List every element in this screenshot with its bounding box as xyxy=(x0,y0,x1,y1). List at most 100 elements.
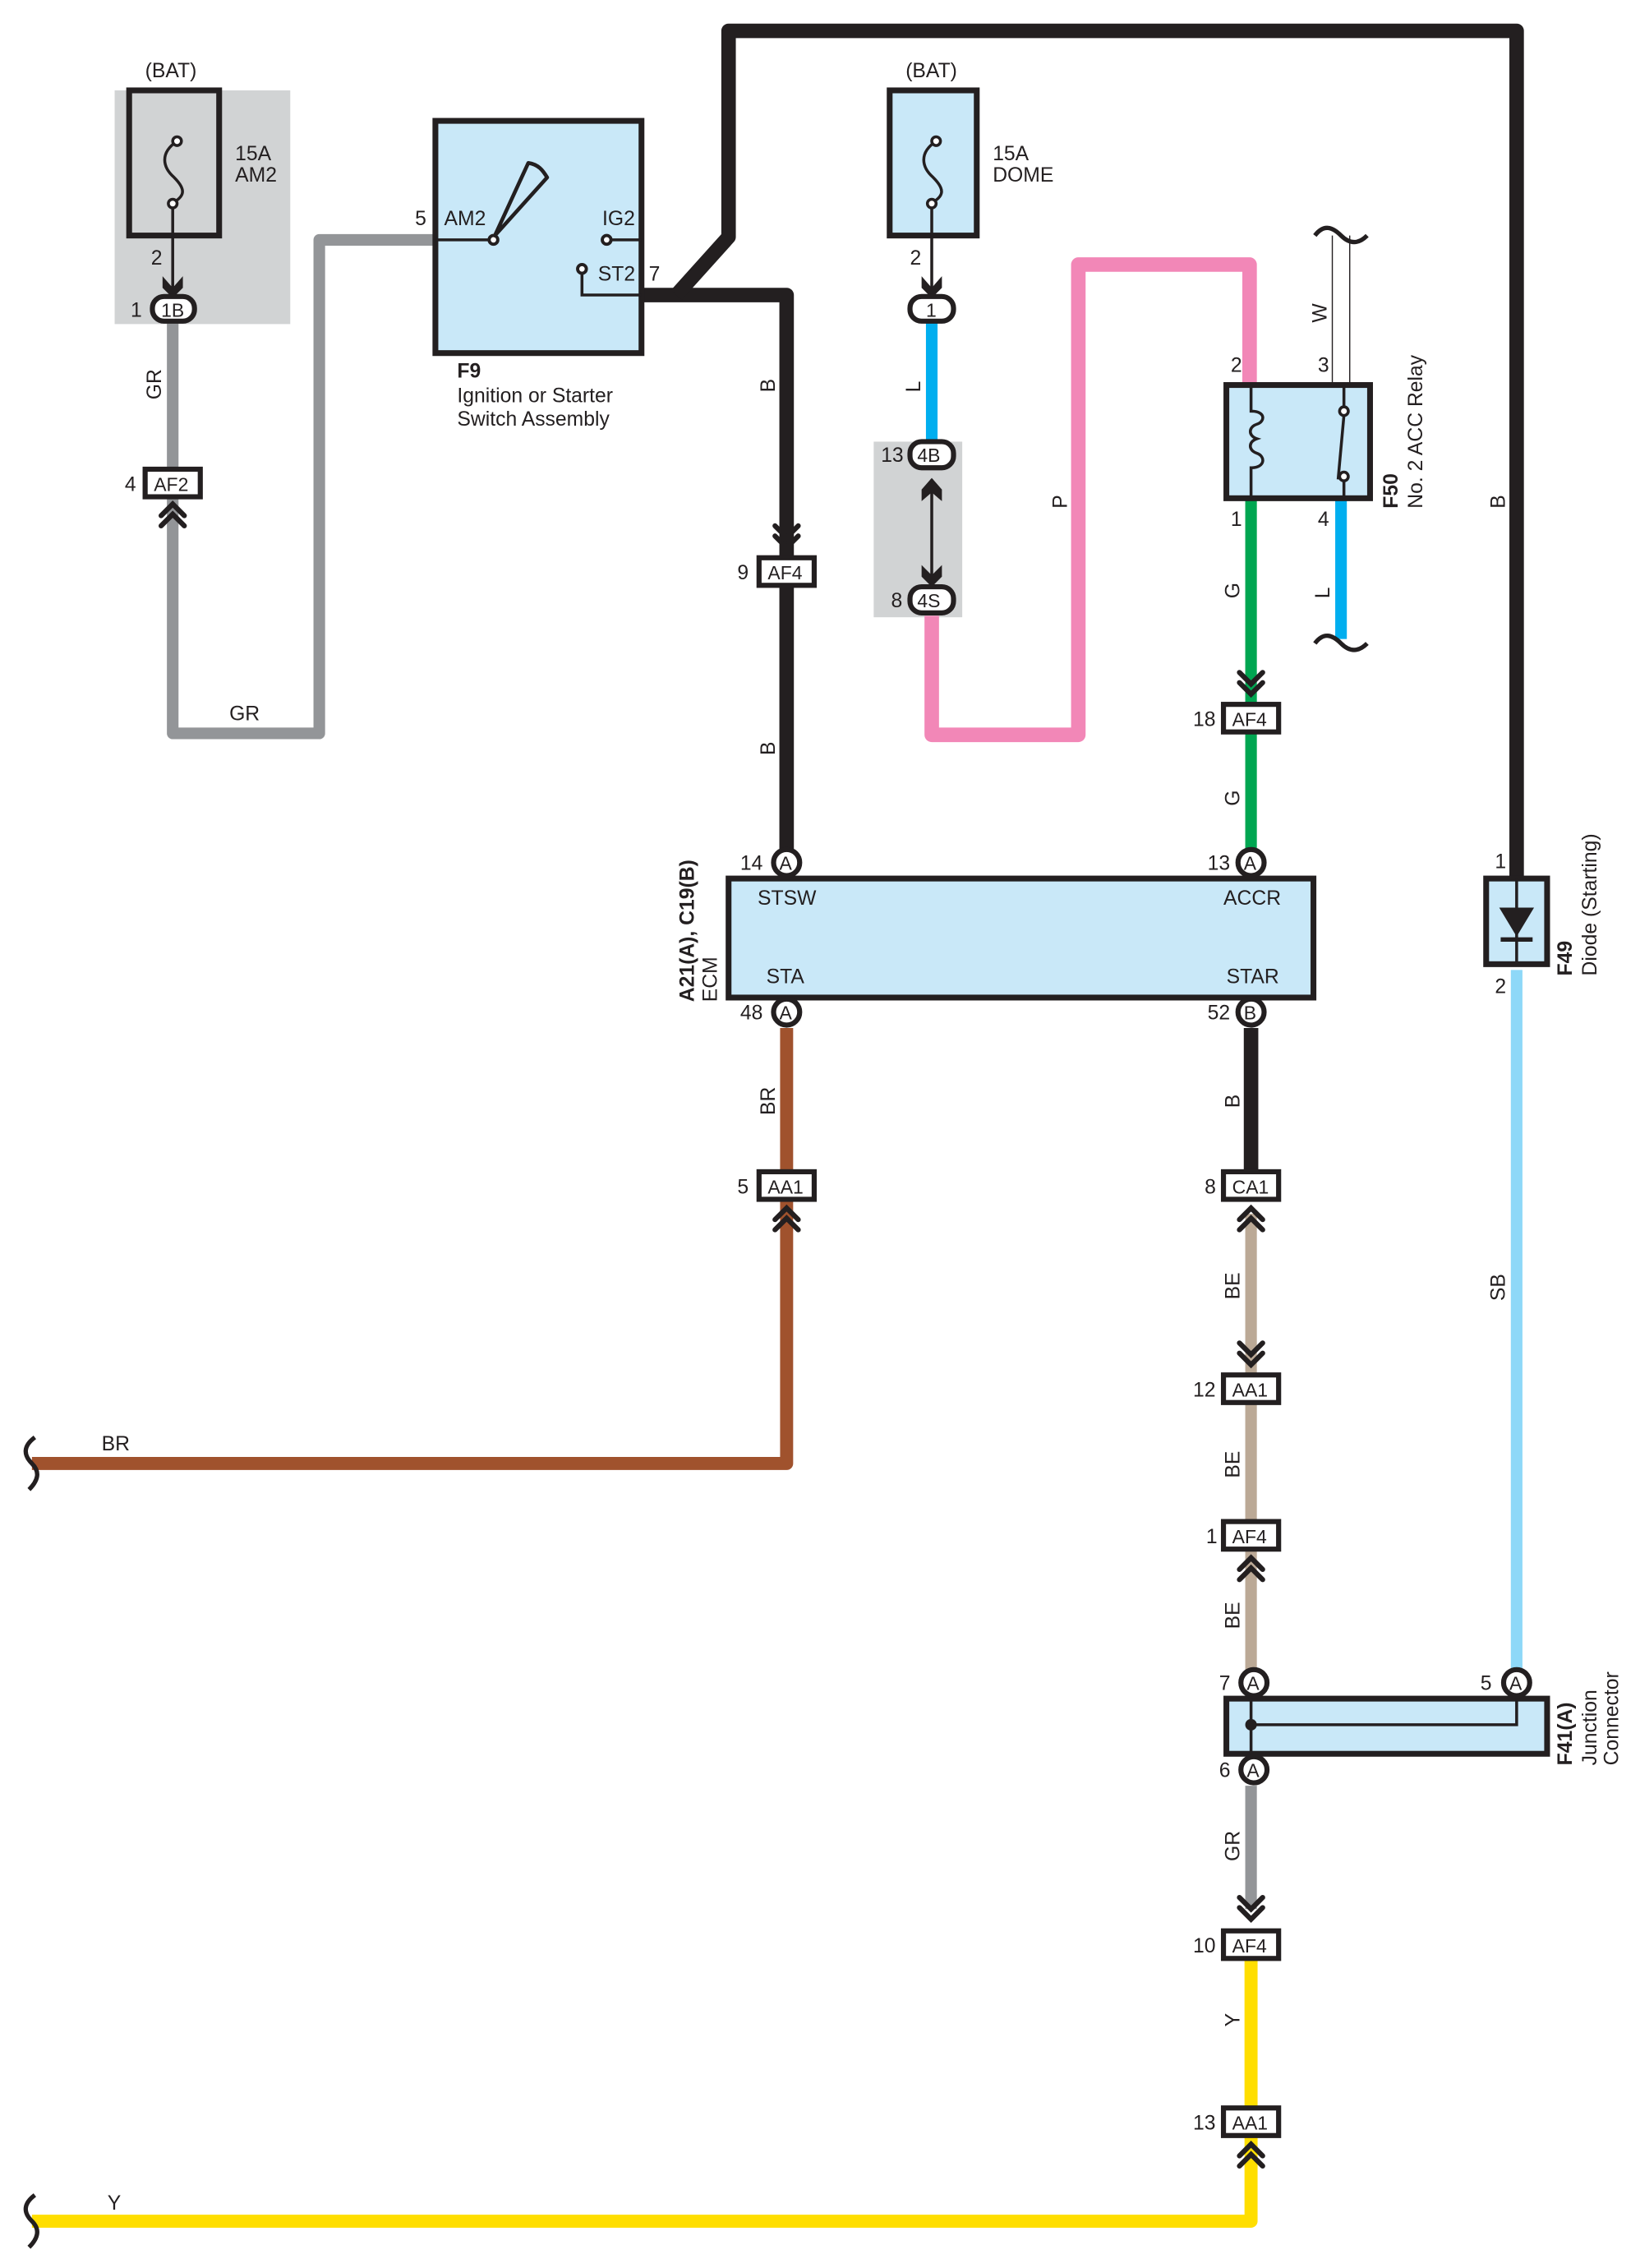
connector-af4-18: AF4 18 xyxy=(1193,670,1282,735)
wire-label-b-star: B xyxy=(1222,1095,1244,1109)
pin-am2: 5 xyxy=(415,208,426,230)
chevron-down-icon xyxy=(1237,670,1265,698)
ecm-terminal-sta: STA xyxy=(767,966,805,988)
chevron-up-icon xyxy=(158,500,187,528)
dome-fuse-box xyxy=(887,87,980,239)
ecm-pin-accr-num: 13 xyxy=(1208,853,1231,875)
connector-af4-18-box xyxy=(1220,702,1282,735)
wire-y xyxy=(31,1960,1258,2228)
connector-1b-pin: 1 xyxy=(131,300,142,322)
connector-aa1-13: AA1 13 xyxy=(1193,2105,1282,2169)
wire-label-l-relay: L xyxy=(1312,587,1334,598)
arrow-down-icon xyxy=(921,276,942,298)
junction-connector-name-1: Junction xyxy=(1579,1689,1601,1765)
connector-af4-10-pin: 10 xyxy=(1193,1935,1216,1957)
ignition-switch-id: F9 xyxy=(457,361,481,383)
diode-pin-2: 2 xyxy=(1495,976,1506,998)
ecm-terminal-accr: ACCR xyxy=(1223,887,1281,910)
ecm-pin-stsw xyxy=(771,846,803,878)
wire-label-br-horizontal: BR xyxy=(102,1433,130,1455)
wire-break-icon xyxy=(23,2193,39,2249)
chevron-down-icon xyxy=(772,523,801,551)
connector-4b-id: 4B xyxy=(917,445,940,466)
connector-aa1-5-pin: 5 xyxy=(737,1176,749,1198)
arrow-up-icon xyxy=(921,477,942,501)
junction-connector-id: F41(A) xyxy=(1555,1702,1577,1765)
wire-label-b-right: B xyxy=(1488,495,1510,509)
relay-f50: 2 3 1 4 F50 No. 2 ACC Relay xyxy=(1223,225,1427,652)
wire-label-b-upper: B xyxy=(758,379,780,393)
chevron-up-icon xyxy=(772,1204,801,1233)
connector-dome-1 xyxy=(907,293,956,324)
ignition-switch-name-2: Switch Assembly xyxy=(457,408,610,431)
f41-pin-7 xyxy=(1238,1666,1270,1699)
diode-f49: 1 2 F49 Diode (Starting) xyxy=(1483,833,1601,998)
wire-label-g-lower: G xyxy=(1222,791,1244,806)
connector-af4-10-id: AF4 xyxy=(1232,1935,1267,1957)
connector-af4-18-id: AF4 xyxy=(1232,709,1267,731)
st2-internal-line xyxy=(580,273,642,297)
connector-ca1-8: CA1 8 xyxy=(1205,1169,1282,1233)
wire-b-diode xyxy=(670,23,1524,879)
connector-aa1-12-pin: 12 xyxy=(1193,1380,1216,1402)
dome-rating: 15A xyxy=(993,143,1029,165)
junction-dot xyxy=(1245,1718,1257,1731)
ecm-pin-star-num: 52 xyxy=(1208,1002,1231,1024)
junction-connector-f41: A 7 A 5 A 6 F41(A) Junction Connector xyxy=(1219,1666,1624,1786)
am2-source-label: (BAT) xyxy=(145,60,197,82)
arrow-down-icon xyxy=(162,276,183,298)
st2-contact xyxy=(576,263,588,275)
terminal-st2: ST2 xyxy=(598,263,635,285)
connector-1b xyxy=(150,293,197,324)
ecm-pin-star-conn: B xyxy=(1244,1002,1256,1023)
connector-af4-10: AF4 10 xyxy=(1193,1895,1282,1961)
junction-block: 4B 13 4S 8 xyxy=(881,439,956,615)
terminal-am2: AM2 xyxy=(445,208,486,230)
connector-af4-1-pin: 1 xyxy=(1206,1526,1218,1548)
arrow-down-icon xyxy=(921,565,942,588)
wire-label-be-1: BE xyxy=(1222,1272,1244,1299)
relay-name: No. 2 ACC Relay xyxy=(1405,354,1427,508)
connector-af2: AF2 4 xyxy=(125,466,203,528)
dome-name: DOME xyxy=(993,164,1053,187)
chevron-down-icon xyxy=(1237,1895,1265,1923)
am2-fuse: (BAT) 15A AM2 2 1B 1 xyxy=(126,60,277,324)
chevron-up-icon xyxy=(1237,1554,1265,1583)
wire-gr xyxy=(167,233,435,740)
connector-af2-box xyxy=(142,466,203,500)
wire-label-be-2: BE xyxy=(1222,1451,1244,1478)
connector-ca1-8-pin: 8 xyxy=(1205,1176,1216,1198)
wire-label-g-upper: G xyxy=(1222,583,1244,598)
connector-4s-pin: 8 xyxy=(891,590,903,612)
junction-connector-name-2: Connector xyxy=(1601,1671,1624,1765)
diode-id: F49 xyxy=(1555,941,1577,976)
connector-af4-18-pin: 18 xyxy=(1193,709,1216,731)
relay-pin-2: 2 xyxy=(1231,355,1242,377)
wire-break-icon xyxy=(1313,225,1369,245)
fuse-icon xyxy=(922,140,943,205)
ecm: A 14 A 13 A 48 B 52 STSW ACCR STA STAR A… xyxy=(676,846,1317,1028)
connector-aa1-5-box xyxy=(756,1169,818,1202)
wire-label-w: W xyxy=(1309,303,1331,323)
f41-pin-6 xyxy=(1238,1754,1270,1786)
wire-label-y-vertical: Y xyxy=(1222,2013,1244,2027)
connector-4b xyxy=(907,439,956,471)
wire-label-sb: SB xyxy=(1488,1274,1510,1301)
ecm-pin-sta-conn: A xyxy=(780,1002,793,1023)
chevron-up-icon xyxy=(1237,1204,1265,1233)
ecm-pin-accr xyxy=(1235,846,1267,878)
connector-4s-id: 4S xyxy=(917,590,940,611)
connector-dome-1-id: 1 xyxy=(926,300,937,321)
terminal-ig2: IG2 xyxy=(602,208,635,230)
fuse-icon xyxy=(163,140,184,205)
connector-ca1-8-id: CA1 xyxy=(1232,1176,1269,1197)
f41-pin-6-conn: A xyxy=(1246,1760,1260,1782)
wire-label-p: P xyxy=(1049,495,1071,509)
connector-aa1-5: AA1 5 xyxy=(737,1169,818,1233)
wire-label-br-vertical: BR xyxy=(758,1087,780,1115)
wire-label-gr-junction: GR xyxy=(1222,1831,1244,1861)
ignition-switch-name-1: Ignition or Starter xyxy=(457,385,613,408)
f41-pin-7-conn: A xyxy=(1246,1673,1260,1694)
wire-br xyxy=(31,1028,794,1470)
pin-st2: 7 xyxy=(649,263,661,285)
